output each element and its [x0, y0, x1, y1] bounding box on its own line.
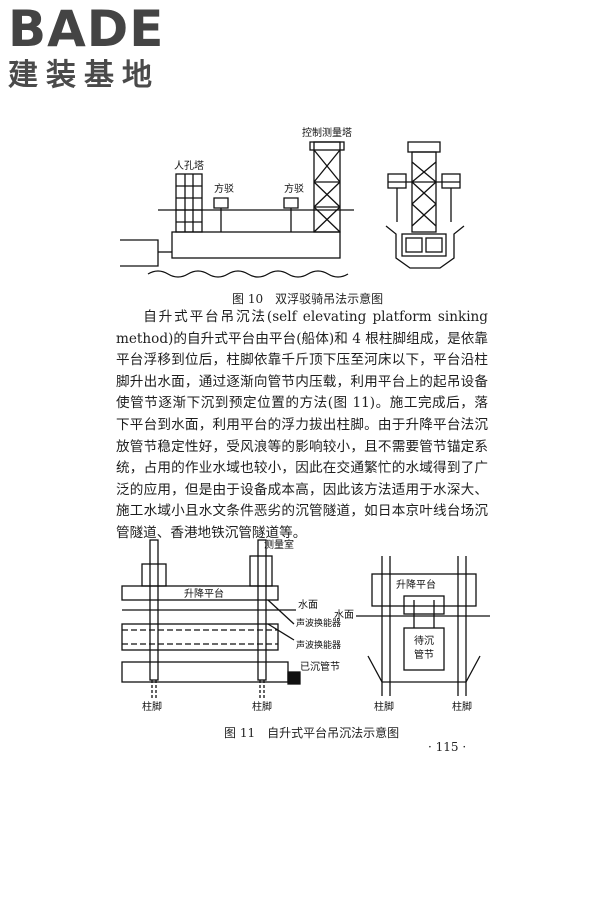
- figure-11-diagram: 测量室 升降平台 水面 水面 声波换能器 声波换能器 已沉管节 柱脚 柱脚 升降…: [121, 538, 490, 713]
- label-sonar-2: 声波换能器: [296, 639, 341, 651]
- label-pending-segment-2: 管节: [414, 648, 434, 661]
- label-leg-right-1: 柱脚: [374, 700, 394, 713]
- label-leg-left-1: 柱脚: [142, 700, 162, 713]
- label-platform-left: 升降平台: [184, 587, 224, 600]
- label-measure-room: 测量室: [264, 538, 294, 551]
- logo: BADE 建装基地: [8, 4, 164, 94]
- page-number: · 115 ·: [428, 740, 467, 754]
- label-pontoon-right: 方驳: [284, 182, 304, 195]
- label-water-right: 水面: [334, 609, 354, 621]
- label-control-tower: 控制测量塔: [302, 126, 352, 139]
- body-text: 自升式平台吊沉法(self elevating platform sinking…: [116, 307, 488, 545]
- logo-subtitle: 建装基地: [8, 58, 160, 93]
- figure-11-caption: 图 11 自升式平台吊沉法示意图: [224, 726, 400, 740]
- label-leg-left-2: 柱脚: [252, 700, 272, 713]
- label-water-left: 水面: [298, 599, 318, 611]
- figure-10-caption: 图 10 双浮驳骑吊法示意图: [232, 292, 384, 306]
- body-paragraph: 自升式平台吊沉法(self elevating platform sinking…: [116, 309, 488, 541]
- logo-wordmark: BADE: [8, 0, 165, 58]
- label-pontoon-left: 方驳: [214, 182, 234, 195]
- label-pending-segment-1: 待沉: [414, 634, 434, 647]
- label-platform-right: 升降平台: [396, 578, 436, 591]
- label-manhole-tower: 人孔塔: [174, 159, 204, 172]
- label-leg-right-2: 柱脚: [452, 700, 472, 713]
- label-sunk-segment: 已沉管节: [300, 660, 340, 673]
- label-sonar-1: 声波换能器: [296, 617, 341, 629]
- figure-10-diagram: 人孔塔 方驳 方驳 控制测量塔: [120, 126, 465, 278]
